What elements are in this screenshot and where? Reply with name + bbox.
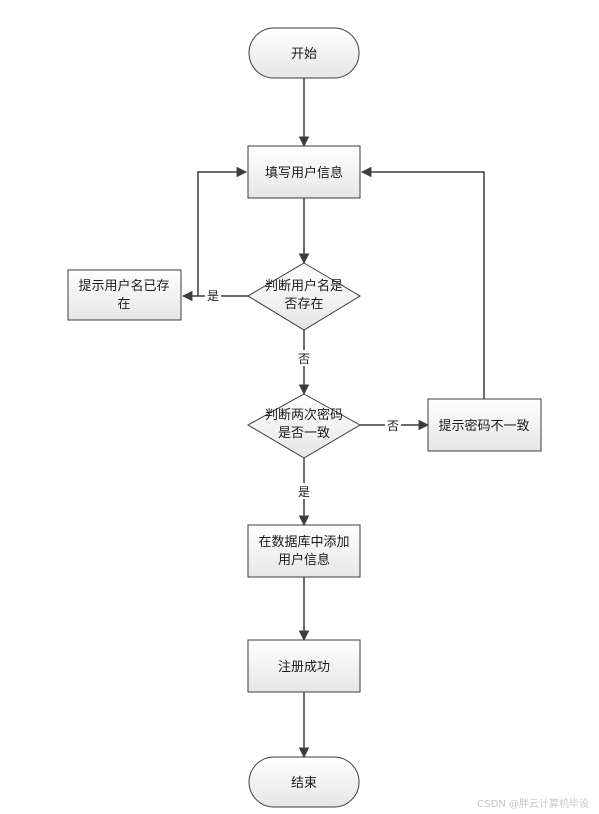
node-check-passwords: 判断两次密码 是否一致 (246, 393, 362, 459)
node-start-label: 开始 (291, 47, 317, 62)
node-username-exists-msg: 提示用户名已存 在 (67, 269, 182, 321)
node-register-success-label: 注册成功 (278, 660, 330, 675)
watermark: CSDN @胖云计算机毕设 (477, 799, 589, 810)
edge-label-password-yes: 是 (298, 485, 310, 499)
node-add-to-db: 在数据库中添加 用户信息 (247, 524, 361, 578)
edge-label-username-no: 否 (298, 352, 310, 366)
node-end: 结束 (248, 756, 360, 808)
edge-labels: 是 否 否 是 (205, 287, 401, 499)
edge-label-password-no: 否 (387, 419, 399, 433)
node-check-username: 判断用户名是 否存在 (247, 262, 361, 331)
node-start: 开始 (248, 27, 360, 79)
node-check-passwords-line2: 是否一致 (278, 426, 330, 441)
node-username-exists-msg-line1: 提示用户名已存 (78, 278, 169, 294)
node-check-username-line1: 判断用户名是 (265, 278, 343, 294)
node-fill-info: 填写用户信息 (247, 145, 361, 199)
node-add-to-db-line2: 用户信息 (278, 552, 330, 568)
node-password-mismatch-msg: 提示密码不一致 (427, 398, 542, 452)
node-end-label: 结束 (291, 776, 317, 791)
node-username-exists-msg-line2: 在 (117, 297, 130, 312)
node-password-mismatch-msg-label: 提示密码不一致 (438, 418, 529, 434)
edge-label-username-yes: 是 (207, 289, 219, 303)
node-register-success: 注册成功 (247, 639, 361, 693)
node-check-username-line2: 否存在 (284, 297, 323, 312)
node-fill-info-label: 填写用户信息 (265, 165, 343, 181)
edge-username-msg-back-to-fill (197, 166, 248, 296)
node-check-passwords-line1: 判断两次密码 (265, 407, 343, 423)
edge-password-msg-back-to-fill (360, 166, 485, 399)
node-add-to-db-line1: 在数据库中添加 (258, 534, 349, 550)
